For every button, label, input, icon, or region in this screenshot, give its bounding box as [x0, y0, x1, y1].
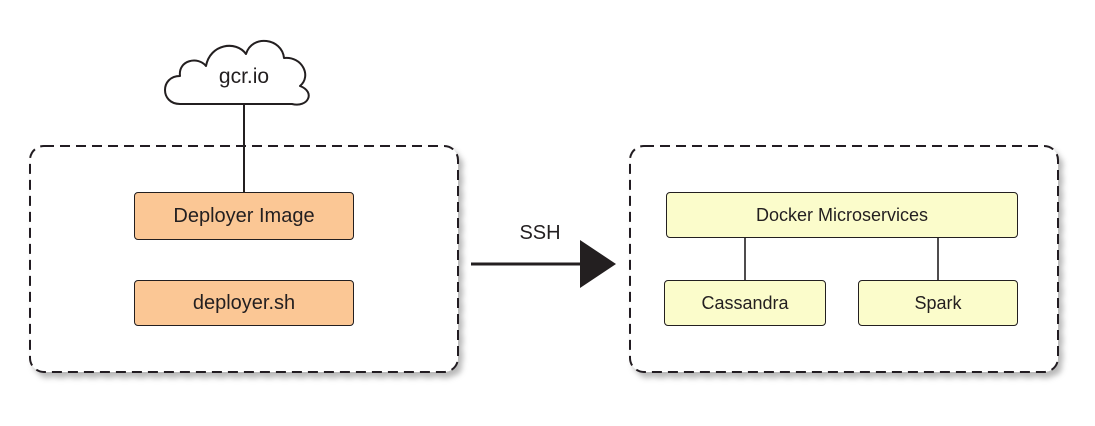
right-container	[629, 145, 1059, 373]
cassandra-node: Cassandra	[664, 280, 826, 326]
spark-node: Spark	[858, 280, 1018, 326]
docker-microservices-node: Docker Microservices	[666, 192, 1018, 238]
deployer-image-node: Deployer Image	[134, 192, 354, 240]
ssh-label: SSH	[519, 221, 561, 244]
arrow-right-icon	[471, 240, 616, 288]
deployer-sh-node: deployer.sh	[134, 280, 354, 326]
cloud-icon	[164, 39, 310, 106]
cloud-label: gcr.io	[218, 65, 270, 88]
